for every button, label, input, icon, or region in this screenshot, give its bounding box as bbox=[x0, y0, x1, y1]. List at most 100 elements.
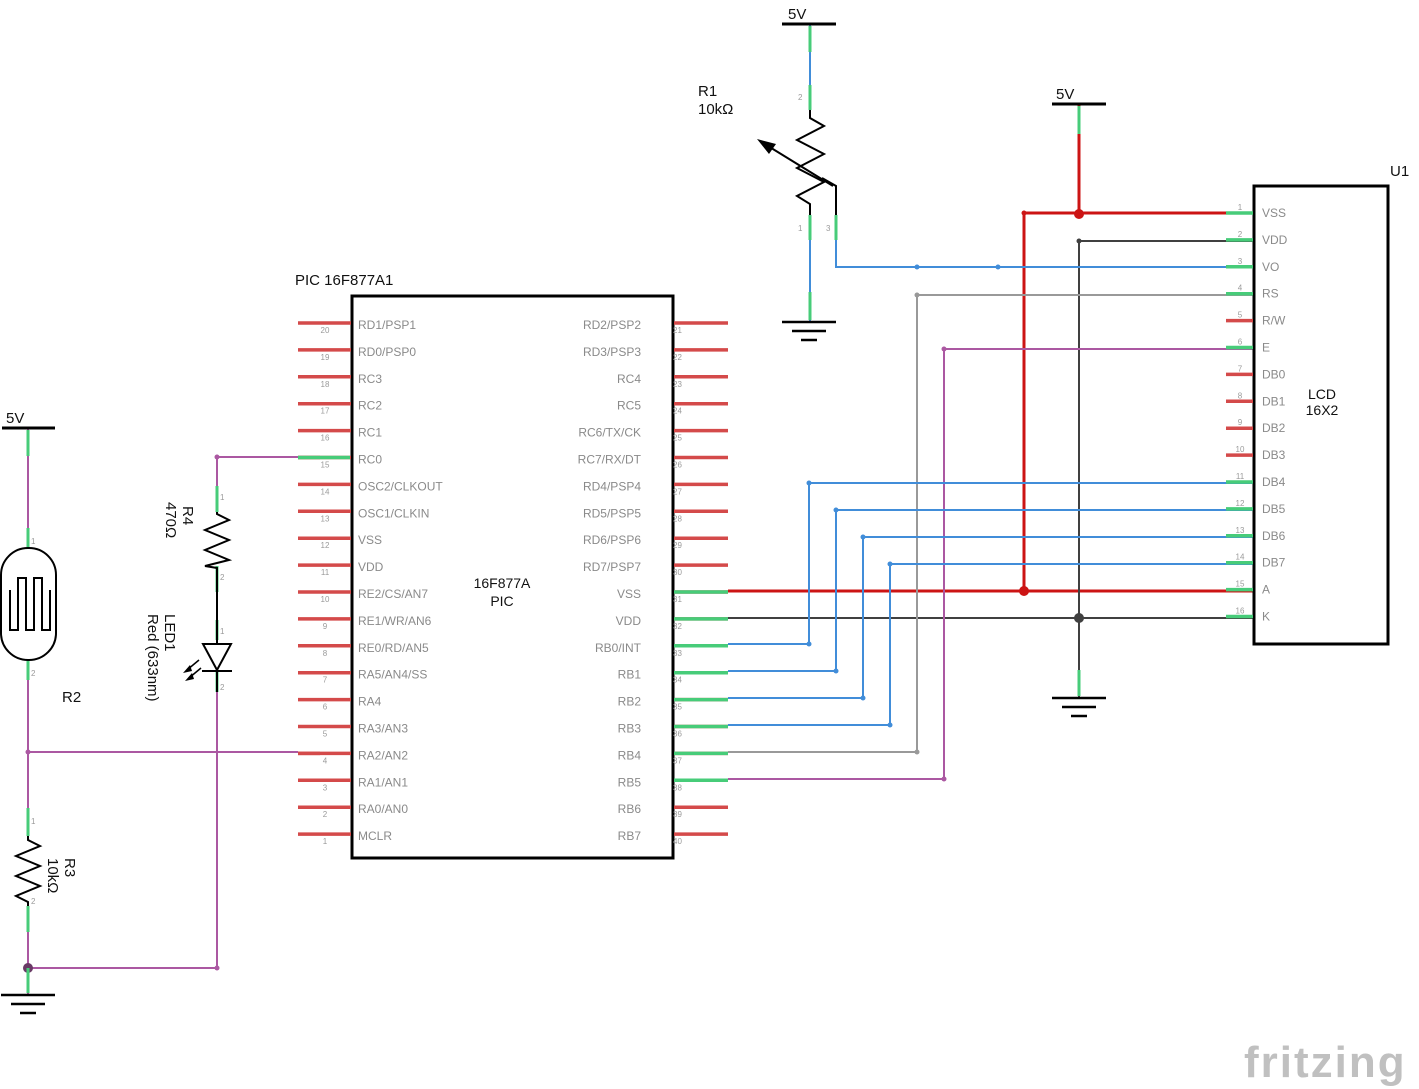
power-5v-r1[interactable]: 5V bbox=[782, 6, 836, 26]
pin-number: 10 bbox=[1236, 445, 1245, 454]
pin-number: 18 bbox=[321, 380, 330, 389]
wire-rb1-to-db5[interactable] bbox=[728, 509, 1253, 672]
potentiometer-r1[interactable]: R1 10kΩ 2 1 3 bbox=[698, 83, 837, 233]
component-value: Red (633nm) bbox=[144, 614, 161, 702]
pin-label: RD0/PSP0 bbox=[358, 345, 416, 359]
pin-label: RD1/PSP1 bbox=[358, 318, 416, 332]
pin-label: RA0/AN0 bbox=[358, 802, 408, 816]
photoresistor-r2[interactable]: R2 1 2 bbox=[0, 537, 81, 706]
led-led1[interactable]: LED1 Red (633nm) 1 2 bbox=[144, 592, 233, 702]
ground-symbol-left[interactable] bbox=[1, 993, 55, 1015]
ground-symbol-lcd[interactable] bbox=[1052, 696, 1106, 718]
junction-dot bbox=[914, 264, 920, 270]
pin-label: VDD bbox=[358, 560, 384, 574]
lcd-pin-12[interactable]: 12 DB5 bbox=[1226, 499, 1286, 516]
pin-number: 8 bbox=[1238, 391, 1243, 400]
ground-symbol-r1[interactable] bbox=[782, 320, 836, 342]
wire-rc0-to-r4[interactable] bbox=[216, 456, 298, 512]
pin-label: RA2/AN2 bbox=[358, 748, 408, 762]
wire-rb3-to-db7[interactable] bbox=[728, 563, 1253, 726]
resistor-r3[interactable]: R3 10kΩ 1 2 bbox=[13, 817, 78, 906]
wire-rb0-to-db4[interactable] bbox=[728, 482, 1253, 645]
pin-label: RB1 bbox=[618, 668, 642, 682]
wire-r1-wiper-to-vo[interactable] bbox=[835, 240, 1253, 268]
pin-label: RE2/CS/AN7 bbox=[358, 587, 428, 601]
resistor-r4[interactable]: R4 470Ω 1 2 bbox=[162, 493, 233, 592]
pin-label: OSC2/CLKOUT bbox=[358, 479, 443, 493]
pin-number: 29 bbox=[673, 541, 682, 550]
power-5v-ldr[interactable]: 5V bbox=[2, 410, 55, 430]
wire-rb2-to-db6[interactable] bbox=[728, 536, 1253, 699]
pin-number: 35 bbox=[673, 703, 682, 712]
wires bbox=[27, 24, 1253, 995]
component-value: 470Ω bbox=[162, 502, 179, 538]
pin-number: 12 bbox=[1236, 499, 1245, 508]
pin-label: RE0/RD/AN5 bbox=[358, 641, 429, 655]
pin-label: RB4 bbox=[618, 748, 642, 762]
power-5v-lcd[interactable]: 5V bbox=[1052, 86, 1106, 106]
wire-rb4-to-rs[interactable] bbox=[728, 294, 1253, 753]
pin-number: 11 bbox=[1236, 472, 1245, 481]
pic-title: PIC 16F877A1 bbox=[295, 272, 393, 289]
pin-label: DB5 bbox=[1262, 502, 1286, 516]
